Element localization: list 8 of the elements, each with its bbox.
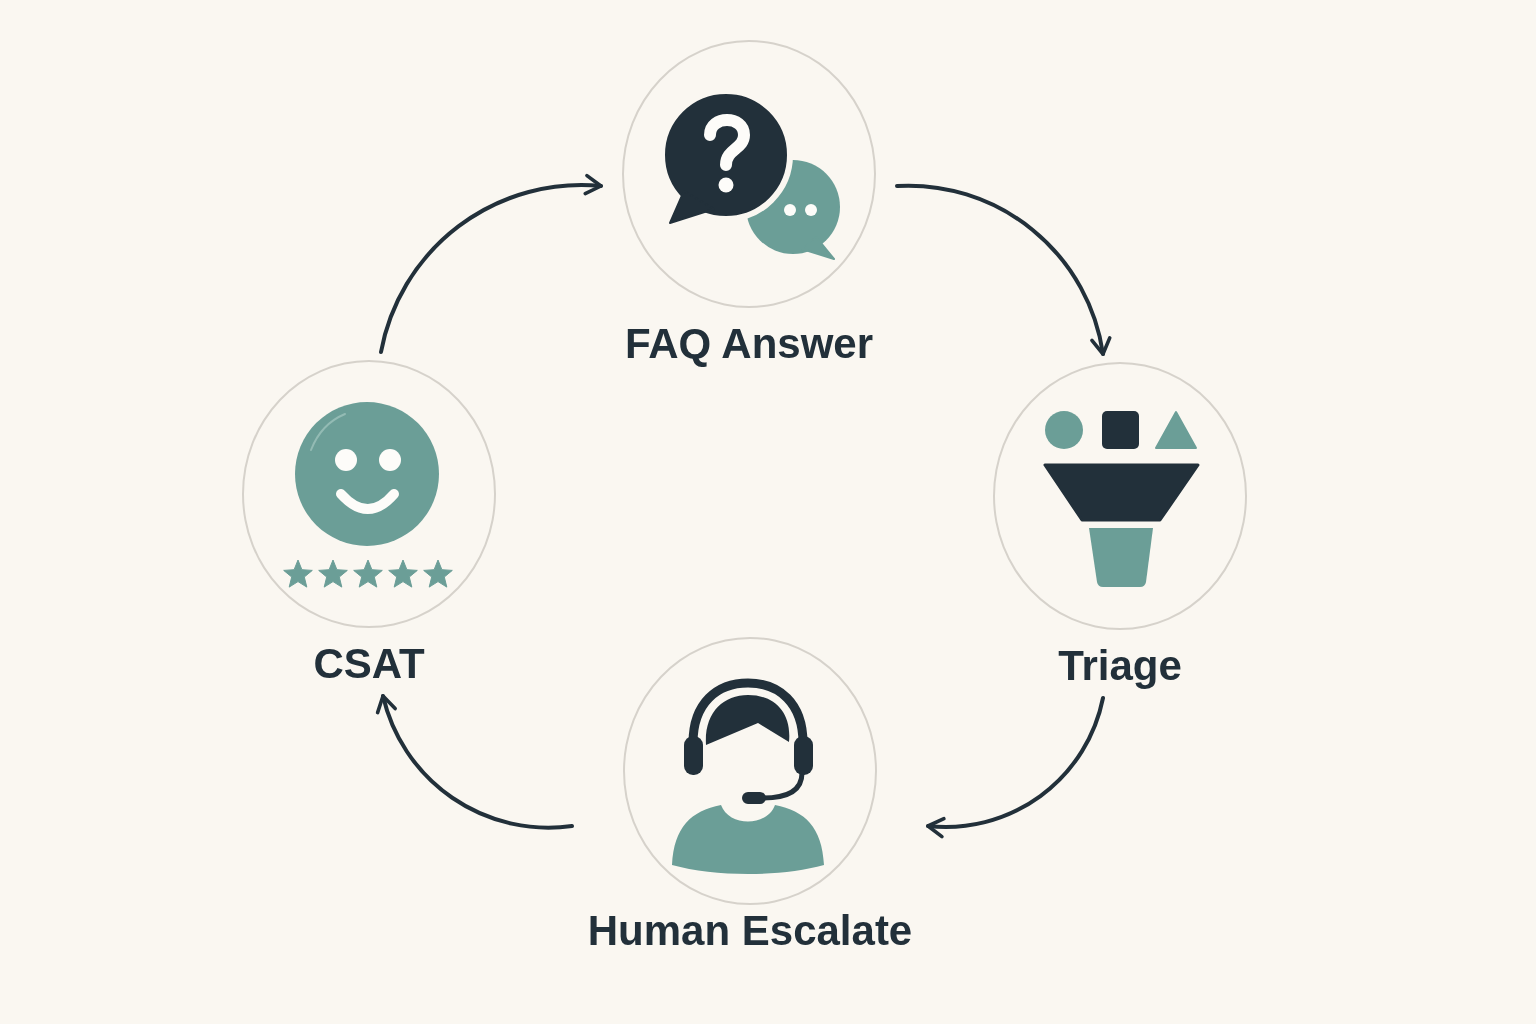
arrow xyxy=(895,184,1111,356)
node-label: FAQ Answer xyxy=(624,320,874,368)
arrow xyxy=(379,174,603,354)
node-label: Triage xyxy=(1058,642,1182,690)
node-label: Human Escalate xyxy=(587,907,913,955)
node-label: CSAT xyxy=(313,640,425,688)
arrow xyxy=(926,696,1105,838)
arrow xyxy=(376,694,574,830)
